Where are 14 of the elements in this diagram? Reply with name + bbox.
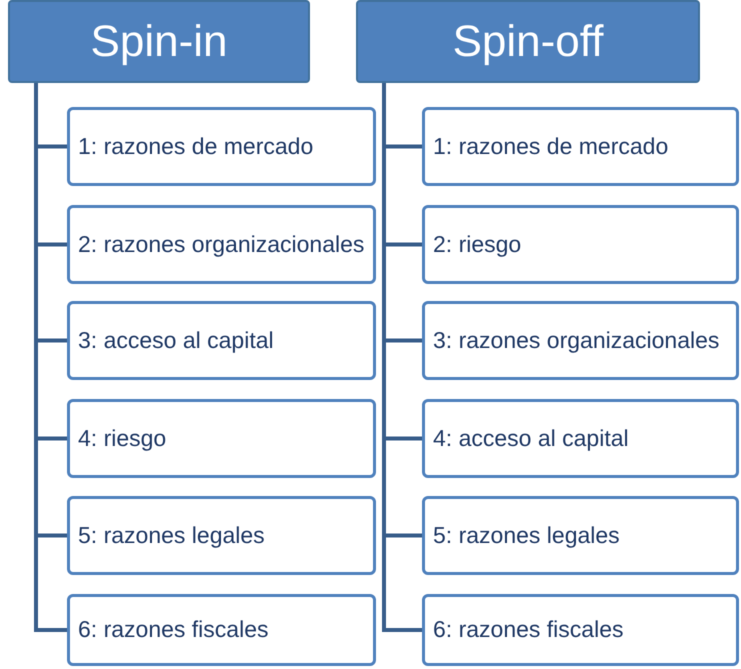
item-box: 4: riesgo	[67, 399, 376, 478]
header-box: Spin-in	[8, 0, 310, 83]
header-box: Spin-off	[356, 0, 700, 83]
item-box: 1: razones de mercado	[422, 107, 739, 186]
item-box: 6: razones fiscales	[67, 594, 376, 666]
item-box: 5: razones legales	[422, 496, 739, 575]
item-box: 2: razones organizacionales	[67, 205, 376, 284]
item-box: 4: acceso al capital	[422, 399, 739, 478]
item-box: 2: riesgo	[422, 205, 739, 284]
item-box: 1: razones de mercado	[67, 107, 376, 186]
item-box: 5: razones legales	[67, 496, 376, 575]
item-box: 6: razones fiscales	[422, 594, 739, 666]
item-box: 3: acceso al capital	[67, 301, 376, 380]
item-box: 3: razones organizacionales	[422, 301, 739, 380]
